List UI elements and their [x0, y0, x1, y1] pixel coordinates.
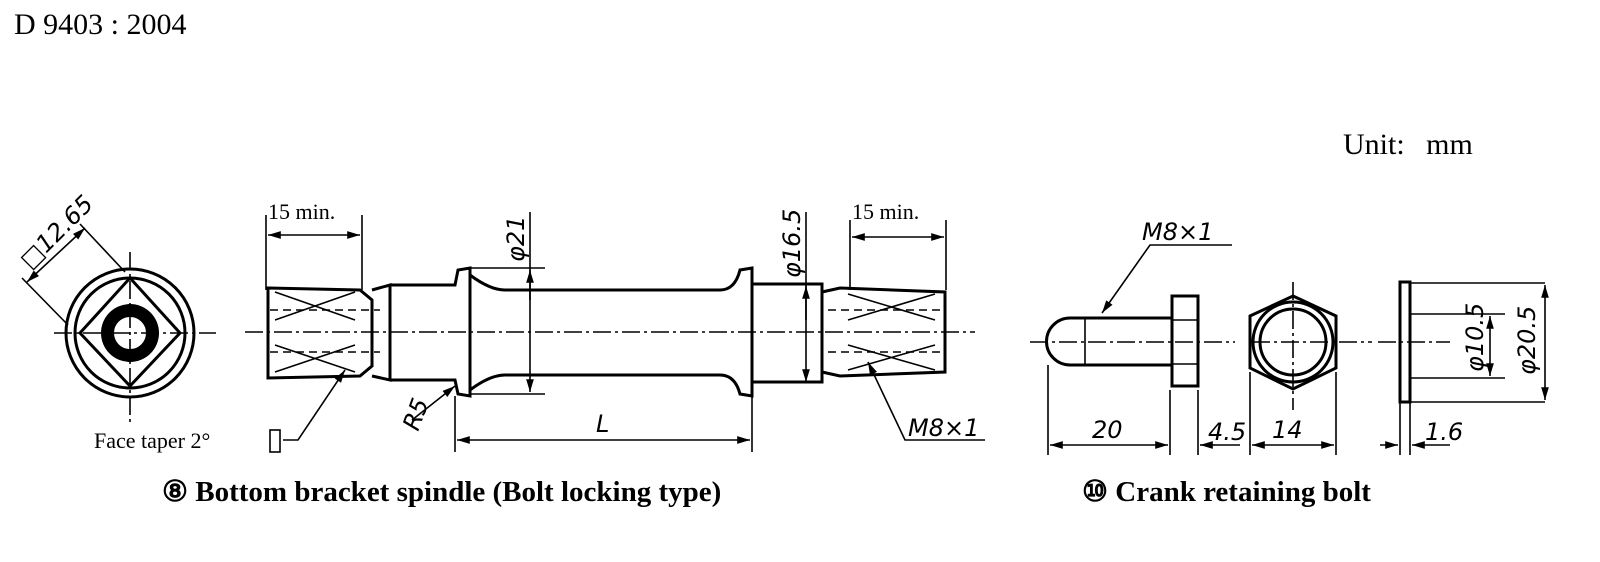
spindle-thread-label: M8×1: [908, 414, 979, 442]
length-dimension: L: [596, 410, 609, 438]
bolt-caption: ⑩ Crank retaining bolt: [1082, 476, 1371, 508]
bolt-drawing: M8×1 20 4.5 14: [1030, 218, 1372, 455]
standard-number: D 9403 : 2004: [14, 8, 187, 41]
left-length-dimension: 15 min.: [268, 199, 335, 224]
head-thickness-dimension: 4.5: [1208, 418, 1246, 446]
washer-thickness-dimension: 1.6: [1425, 418, 1463, 446]
spindle-side-view: 15 min. 15 min. φ21 φ16.5 R5 L M8×1 Face…: [94, 199, 985, 453]
spindle-end-view: □12.65: [14, 190, 216, 424]
washer-drawing: φ10.5 φ20.5 1.6: [1378, 280, 1549, 455]
across-flats-dimension: 14: [1272, 416, 1303, 444]
right-length-dimension: 15 min.: [852, 199, 919, 224]
bolt-length-dimension: 20: [1092, 416, 1123, 444]
bolt-thread-label: M8×1: [1142, 218, 1213, 246]
washer-inner-diameter: φ10.5: [1461, 303, 1489, 372]
collar-diameter: φ21: [502, 216, 530, 262]
unit-label: Unit: mm: [1343, 128, 1473, 161]
shaft-diameter: φ16.5: [778, 209, 806, 278]
face-taper-label: Face taper 2°: [94, 428, 210, 453]
washer-outer-diameter: φ20.5: [1513, 306, 1541, 375]
spindle-caption: ⑧ Bottom bracket spindle (Bolt locking t…: [162, 476, 722, 508]
square-dimension: □12.65: [14, 190, 98, 274]
radius-dimension: R5: [397, 394, 434, 434]
